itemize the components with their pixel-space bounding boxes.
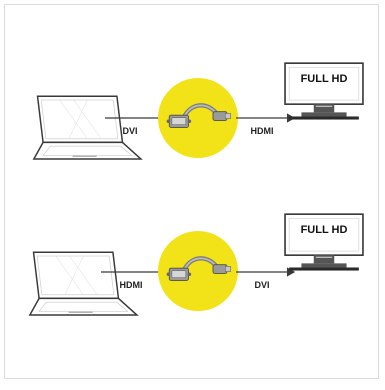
image-frame — [4, 4, 379, 379]
